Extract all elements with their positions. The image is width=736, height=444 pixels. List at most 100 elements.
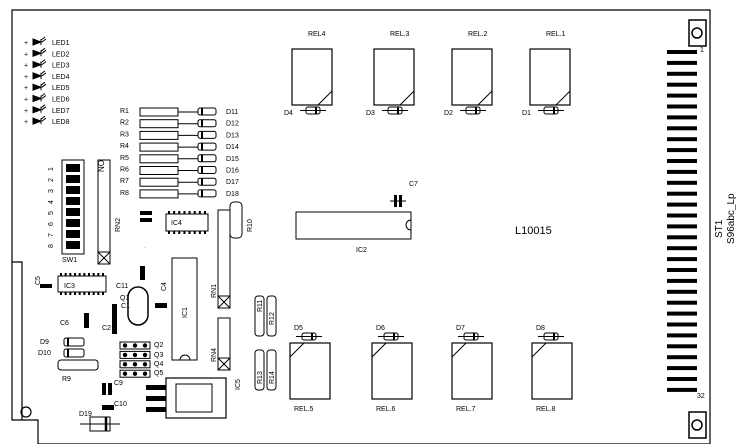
- resistor-body: [139, 166, 179, 175]
- relay-diode-label: D1: [522, 110, 531, 117]
- ic-pin: [168, 211, 170, 214]
- led-label: LED2: [52, 51, 70, 58]
- ic-pin: [92, 292, 95, 295]
- mounting-hole-bottom-left: [20, 406, 32, 418]
- connector-pin: [667, 71, 697, 76]
- relay-corner-mark: [531, 342, 547, 358]
- r11-r14: R11 R12 R13 R14: [254, 295, 277, 391]
- ic-pin: [88, 273, 90, 276]
- ic-pin: [178, 211, 181, 214]
- relay-corner-mark: [317, 90, 333, 106]
- relay-diode-label: D3: [366, 110, 375, 117]
- q5-label: Q5: [154, 370, 163, 377]
- led-plus-sign: +: [24, 40, 28, 47]
- diode-label: D18: [226, 191, 239, 198]
- relay-body: [373, 48, 415, 106]
- relay-corner-mark: [451, 342, 467, 358]
- transistor-pad: [132, 362, 138, 367]
- diode-label: D14: [226, 144, 239, 151]
- rn1-pin1-mark: [217, 295, 231, 309]
- relay-body: [451, 342, 493, 400]
- connector-pin: [667, 202, 697, 207]
- relay-corner-mark: [399, 90, 415, 106]
- led-symbol: [32, 47, 47, 58]
- resistor-label: R2: [120, 120, 129, 127]
- c2-body: [112, 322, 117, 334]
- relay-diode-label: D2: [444, 110, 453, 117]
- resistor-label: R7: [120, 178, 129, 185]
- led-symbol: [32, 104, 47, 114]
- ic5-lead-1: [146, 385, 166, 390]
- r10-label: R10: [247, 219, 254, 232]
- dip-number: 7: [48, 233, 55, 237]
- relay-diode-label: D7: [456, 325, 465, 332]
- connector-pin: [667, 169, 697, 174]
- relay-label: REL.6: [376, 406, 396, 413]
- lower-left-parts: D9 D10 R9 Q2 Q3 Q4 Q5 C9 C10 D19: [38, 337, 163, 432]
- r11-label: R11: [257, 300, 264, 312]
- c10-body: [102, 405, 114, 410]
- connector-pin: [667, 268, 697, 272]
- rn4-body: [217, 317, 231, 371]
- dip-switch-lever: [66, 208, 80, 216]
- ic3-area: IC3 C5: [35, 273, 107, 295]
- ic3-body: [57, 275, 107, 293]
- ic5: IC5: [146, 377, 242, 419]
- led-column: +LED1+LED2+LED3+LED4+LED5+LED6+LED7+LED8: [24, 36, 70, 126]
- connector-pin: [667, 235, 697, 240]
- diode-body: [197, 142, 217, 151]
- led-label: LED7: [52, 108, 70, 115]
- board-outline: [11, 9, 711, 444]
- led-symbol: [32, 93, 47, 103]
- transistor-pad: [132, 371, 138, 376]
- relay-label: REL.7: [456, 406, 476, 413]
- ic-pin: [74, 273, 76, 276]
- rn4-pin1-mark: [217, 357, 231, 371]
- sw1-label: SW1: [62, 257, 77, 264]
- ic5-label: IC5: [235, 379, 242, 390]
- resistor-body: [139, 107, 179, 117]
- rn4-label: RN4: [211, 348, 218, 362]
- relay-corner-mark: [289, 342, 305, 358]
- ic-pin: [92, 273, 95, 276]
- connector-pin: [667, 257, 697, 262]
- led-symbol: [32, 59, 47, 69]
- connector-pin: [667, 344, 697, 349]
- relay-label: REL.3: [390, 31, 410, 38]
- ic-pin: [102, 273, 104, 276]
- relay-corner-mark: [371, 342, 387, 358]
- ic4-area: IC4 R10: [165, 201, 254, 239]
- crystal-area: C11 Q1 C1 C4 C6 C2 C3: [60, 211, 168, 334]
- ic5-lead-2: [146, 396, 166, 401]
- transistor-pad: [122, 343, 128, 348]
- led-plus-sign: +: [24, 85, 28, 92]
- resistor-label: R8: [120, 190, 129, 197]
- connector-pin: [667, 93, 697, 98]
- led-plus-sign: +: [24, 108, 28, 115]
- resistor-label: R6: [120, 167, 129, 174]
- d9-body: [63, 337, 85, 347]
- dip-number: 1: [48, 167, 55, 171]
- ic-pin: [69, 273, 72, 276]
- resistor-body: [139, 177, 179, 187]
- connector-pin: [667, 387, 697, 392]
- rn2-pin1-mark: [97, 251, 111, 265]
- ic-pin: [204, 231, 206, 234]
- rn2-label: RN2: [115, 218, 122, 232]
- relay-diode-label: D6: [376, 325, 385, 332]
- relay-body: [451, 48, 493, 106]
- diode-label: D12: [226, 121, 239, 128]
- r13-label: R13: [257, 371, 264, 384]
- transistor-pad: [142, 352, 148, 358]
- led-plus-sign: +: [24, 51, 28, 58]
- transistor-pad: [142, 371, 148, 376]
- c6-body: [84, 313, 89, 328]
- relay-diode-label: D8: [536, 325, 545, 332]
- ic-pin: [83, 273, 86, 276]
- led-symbol: [32, 70, 47, 80]
- transistor-pad: [132, 352, 138, 358]
- resistor-label: R4: [120, 143, 129, 150]
- c1-label: C1: [121, 303, 130, 310]
- r9-label: R9: [62, 376, 71, 383]
